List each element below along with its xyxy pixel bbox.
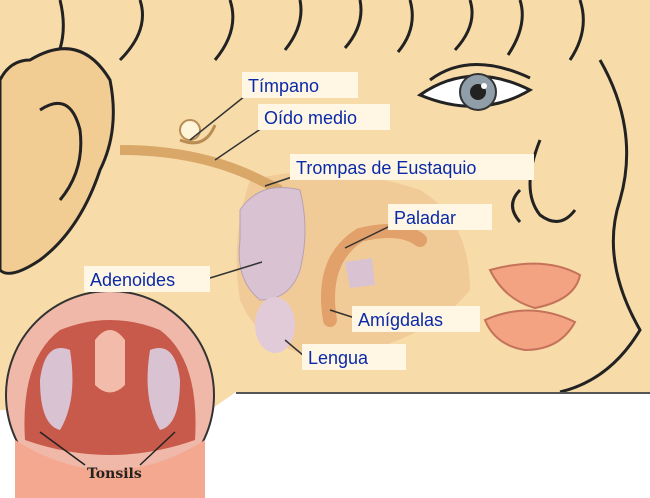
label-adenoides: Adenoides [84, 266, 210, 292]
label-paladar: Paladar [388, 204, 492, 230]
label-trompas-de-eustaquio: Trompas de Eustaquio [290, 154, 534, 180]
tonsils-caption: Tonsils [87, 466, 142, 482]
label-lengua: Lengua [302, 344, 406, 370]
tongue [255, 297, 295, 353]
throat-inset: Tonsils [6, 291, 214, 498]
label-amigdalas: Amígdalas [352, 306, 480, 332]
label-oido-medio: Oído medio [258, 104, 390, 130]
tonsil-side [345, 258, 375, 288]
label-timpano: Tímpano [242, 72, 358, 98]
